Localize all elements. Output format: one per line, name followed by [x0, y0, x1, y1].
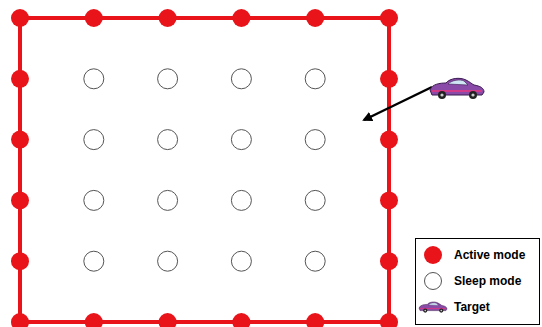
legend-swatch — [424, 246, 442, 264]
legend-row: Target — [424, 296, 490, 318]
active-node — [232, 313, 250, 327]
active-node — [380, 191, 398, 209]
active-node — [380, 313, 398, 327]
active-node — [306, 313, 324, 327]
sleep-node — [158, 130, 178, 150]
legend-text: Target — [454, 300, 490, 314]
active-node — [11, 131, 29, 149]
sleep-node — [231, 130, 251, 150]
active-node — [85, 9, 103, 27]
active-node — [380, 252, 398, 270]
active-node — [232, 9, 250, 27]
legend-text: Active mode — [454, 248, 525, 262]
sleep-node — [158, 190, 178, 210]
active-node — [159, 9, 177, 27]
sleep-node — [231, 251, 251, 271]
legend-text: Sleep mode — [454, 274, 521, 288]
active-node — [11, 9, 29, 27]
active-node — [11, 252, 29, 270]
sleep-node — [84, 69, 104, 89]
sleep-node — [231, 190, 251, 210]
legend-row: Active mode — [424, 244, 525, 266]
active-node — [11, 313, 29, 327]
sleep-node — [84, 251, 104, 271]
sleep-node — [305, 190, 325, 210]
active-node — [159, 313, 177, 327]
sleep-node — [305, 251, 325, 271]
active-node — [380, 70, 398, 88]
active-node — [380, 131, 398, 149]
legend-box: Active modeSleep modeTarget — [415, 238, 540, 325]
sleep-node — [231, 69, 251, 89]
sleep-node — [305, 130, 325, 150]
sleep-node — [305, 69, 325, 89]
active-node — [85, 313, 103, 327]
sleep-node — [84, 130, 104, 150]
active-node — [11, 191, 29, 209]
target-arrow — [364, 87, 432, 120]
sleep-node — [84, 190, 104, 210]
active-node — [306, 9, 324, 27]
sleep-node — [158, 251, 178, 271]
legend-row: Sleep mode — [424, 270, 521, 292]
target-car — [430, 78, 484, 99]
active-node — [11, 70, 29, 88]
boundary-line — [20, 18, 389, 322]
legend-swatch — [424, 272, 442, 290]
sleep-node — [158, 69, 178, 89]
legend-car — [418, 299, 448, 315]
active-node — [380, 9, 398, 27]
